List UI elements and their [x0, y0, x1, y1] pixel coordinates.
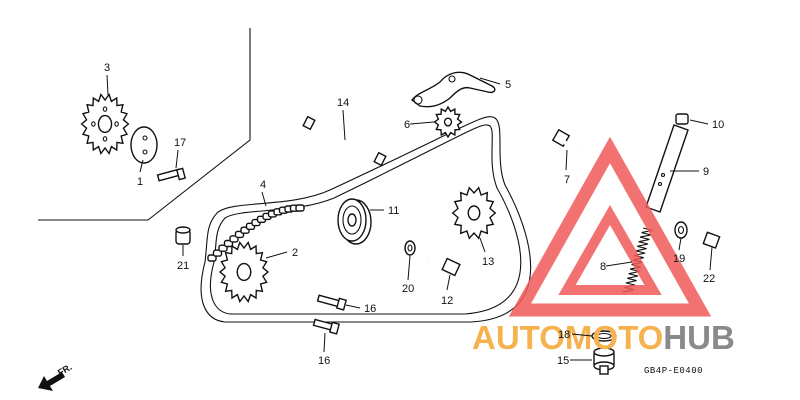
flange-plate [130, 126, 158, 164]
tensioner-sprocket [451, 186, 497, 240]
tensioner-arm [411, 71, 496, 108]
callout-leader-10 [689, 119, 709, 125]
callout-leader-3 [106, 74, 109, 96]
callout-11: 11 [388, 205, 399, 217]
callout-leader-7 [565, 149, 568, 171]
guide-roller [337, 198, 372, 245]
cam-sprocket [80, 93, 130, 155]
bolt-upper [316, 294, 348, 311]
callout-leader-14 [342, 109, 346, 141]
callout-leader-13 [479, 237, 486, 253]
watermark-triangle [508, 136, 712, 317]
watermark-text: AUTOMOTOHUB [472, 319, 735, 356]
callout-8: 8 [600, 261, 606, 273]
callout-13: 13 [482, 256, 494, 268]
cam-chain [200, 116, 532, 323]
callout-9: 9 [703, 166, 709, 178]
callout-14: 14 [337, 97, 349, 109]
callout-21: 21 [177, 260, 189, 272]
callout-leader-19 [678, 237, 682, 251]
sprocket-shaft [302, 115, 387, 167]
callout-20: 20 [402, 283, 414, 295]
inset-frame [38, 28, 251, 221]
cap-screw [675, 113, 689, 125]
callout-15: 15 [557, 355, 569, 367]
callout-leader-16a [345, 304, 361, 309]
roller-bolt [427, 256, 461, 277]
flange-bolt [689, 230, 721, 249]
callout-leader-18 [571, 333, 593, 337]
sprocket-bolt [156, 167, 187, 182]
callout-leader-4 [261, 191, 267, 207]
callout-22: 22 [703, 273, 715, 285]
drawing-code: GB4P-E0400 [644, 366, 703, 376]
watermark-hub: HUB [663, 319, 735, 356]
callout-2: 2 [292, 247, 298, 259]
callout-6: 6 [404, 119, 410, 131]
callout-12: 12 [441, 295, 453, 307]
watermark-auto: AUTO [472, 319, 565, 356]
callout-leader-16b [323, 332, 326, 353]
callout-leader-20 [407, 255, 411, 281]
callout-leader-1 [139, 159, 144, 173]
callout-17: 17 [174, 137, 186, 149]
small-washer [404, 240, 416, 256]
callout-leader-8 [605, 261, 633, 267]
callout-10: 10 [712, 119, 724, 131]
direction-arrow: FR. [38, 362, 74, 391]
callout-leader-12 [446, 274, 451, 291]
watermark [508, 136, 712, 317]
callout-leader-2 [265, 251, 288, 259]
callout-16a: 16 [364, 303, 376, 315]
callout-5: 5 [505, 79, 511, 91]
watermark-moto: MOTO [565, 319, 663, 356]
sealing-bolt [593, 347, 615, 375]
dowel-pin [175, 226, 191, 245]
drive-sprocket [218, 241, 270, 303]
callout-leader-17 [175, 149, 179, 169]
small-sprocket [433, 105, 463, 139]
callout-7: 7 [564, 174, 570, 186]
tensioner-shaft [645, 124, 689, 213]
direction-label: FR. [56, 362, 74, 378]
callout-16b: 16 [318, 355, 330, 367]
pivot-bolt [551, 128, 579, 152]
callout-1: 1 [137, 176, 143, 188]
washer [674, 221, 688, 239]
callout-19: 19 [673, 253, 685, 265]
callout-leader-5 [479, 77, 501, 85]
callout-18: 18 [558, 329, 570, 341]
bolt-lower [312, 318, 341, 335]
callout-4: 4 [260, 179, 266, 191]
callout-3: 3 [104, 62, 110, 74]
callout-leader-22 [709, 246, 713, 271]
callout-leader-6 [409, 121, 435, 125]
